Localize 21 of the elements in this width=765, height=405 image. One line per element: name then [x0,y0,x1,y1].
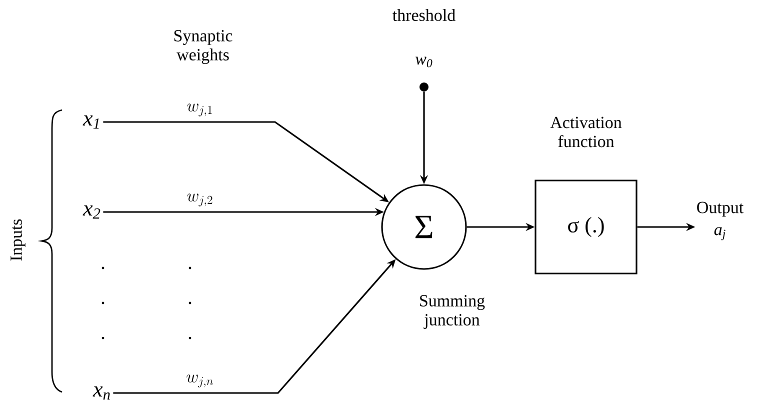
node-caption: Summing junction [420,295,485,329]
node-caption: threshold [392,9,456,21]
ellipsis-dot: . [102,336,104,340]
input-variable: x$_{n}$ [92,386,110,400]
edge-label: $w_{j, 1}$ [186,102,214,118]
node-caption: Activation function [550,116,622,148]
ellipsis-dot: . [102,302,104,304]
node-caption: w$_{0}$ [416,56,432,68]
ellipsis-dot: . [188,266,192,270]
activation-box: σ (.) [534,180,638,274]
input-variable: x$_{2}$ [82,205,100,219]
caption: Synaptic weights [174,30,232,64]
ellipsis-dot: . [188,302,192,304]
axis-caption: Inputs [10,219,26,261]
input-variable: x$_{1}$ [82,115,99,129]
ellipsis-dot: . [102,266,104,270]
bias-dot [420,82,428,92]
edge-label: $w_{j, 2}$ [186,192,214,208]
ellipsis-dot: . [188,336,192,340]
edge-label: $w_{j, n}$ [185,374,215,388]
output-label: Output a$_{j}$ [697,202,744,240]
